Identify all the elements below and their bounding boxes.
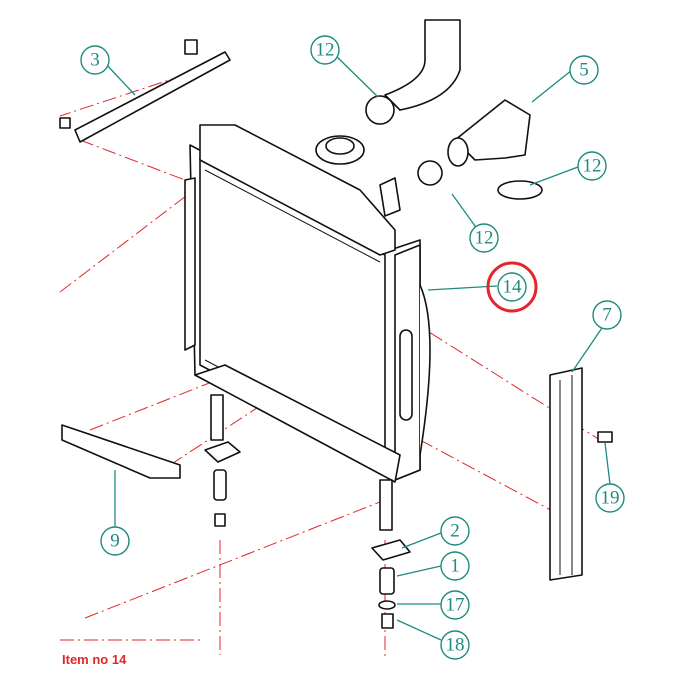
callout-label: 14 bbox=[503, 277, 523, 298]
bracket-9 bbox=[61, 424, 181, 479]
clamp-b bbox=[417, 160, 443, 186]
leader-lines bbox=[103, 52, 611, 641]
hose-5 bbox=[454, 99, 531, 161]
callout: 7 bbox=[592, 300, 622, 330]
callout: 19 bbox=[595, 483, 625, 513]
upper-hose bbox=[384, 19, 461, 111]
callout: 2 bbox=[440, 516, 470, 546]
highlight-ring bbox=[486, 261, 538, 313]
callout-label: 3 bbox=[90, 50, 100, 71]
clamp-c bbox=[497, 180, 543, 200]
item-caption: Item no 14 bbox=[62, 652, 127, 667]
callout: 12 bbox=[577, 151, 607, 181]
clamp-a bbox=[365, 95, 395, 125]
callout-label: 1 bbox=[450, 556, 460, 577]
callout: 18 bbox=[440, 630, 470, 660]
callout-label: 9 bbox=[110, 531, 120, 552]
callout: 12 bbox=[469, 223, 499, 253]
callout-label: 17 bbox=[446, 595, 465, 616]
radiator bbox=[184, 124, 431, 531]
callout: 1 bbox=[440, 551, 470, 581]
callout-label: 19 bbox=[601, 488, 620, 509]
callout: 5 bbox=[569, 55, 599, 85]
side-bracket-7 bbox=[549, 367, 583, 581]
callout-label: 12 bbox=[583, 156, 602, 177]
callout-label: 12 bbox=[316, 40, 335, 61]
callout: 9 bbox=[100, 526, 130, 556]
callout: 3 bbox=[80, 45, 110, 75]
callout: 17 bbox=[440, 590, 470, 620]
bolt-top bbox=[184, 39, 198, 55]
callout: 12 bbox=[310, 35, 340, 65]
callout-label: 7 bbox=[602, 305, 612, 326]
callout-label: 18 bbox=[446, 635, 465, 656]
bolt-19 bbox=[597, 431, 613, 443]
mount-hardware-right bbox=[371, 539, 411, 629]
callout-label: 5 bbox=[579, 60, 589, 81]
callout-label: 2 bbox=[450, 521, 460, 542]
callout-label: 12 bbox=[475, 228, 494, 249]
bracket-3 bbox=[74, 51, 231, 143]
mount-hardware-left bbox=[204, 441, 241, 527]
callout-highlighted: 14 bbox=[497, 272, 527, 302]
